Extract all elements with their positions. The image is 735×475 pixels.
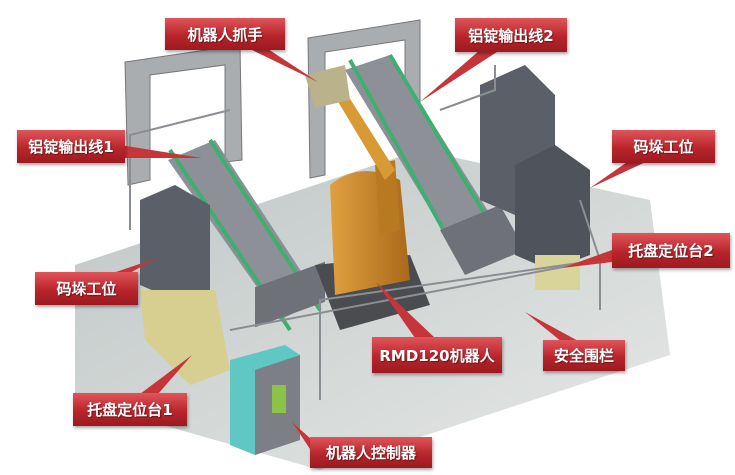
conveyor-line-1 bbox=[168, 138, 325, 332]
robot-controller-cabinet bbox=[230, 345, 300, 455]
callout-robot: RMD120机器人 bbox=[372, 337, 502, 373]
callout-safety-fence: 安全围栏 bbox=[543, 340, 625, 371]
callout-gripper: 机器人抓手 bbox=[165, 18, 285, 50]
ingot-stack-left bbox=[140, 185, 230, 385]
callout-output-line-2: 铝锭输出线2 bbox=[455, 18, 567, 52]
door-frame-right bbox=[307, 19, 421, 179]
callout-stacking-station-left: 码垛工位 bbox=[35, 272, 138, 305]
robot-gripper bbox=[305, 65, 350, 108]
conveyor-line-2 bbox=[345, 53, 525, 275]
callout-robot-controller: 机器人控制器 bbox=[310, 437, 432, 468]
callout-stacking-station-right: 码垛工位 bbox=[612, 130, 715, 163]
door-frame-left bbox=[124, 44, 243, 186]
callout-pointers bbox=[110, 49, 650, 452]
callout-output-line-1: 铝锭输出线1 bbox=[17, 130, 125, 163]
callout-pallet-table-1: 托盘定位台1 bbox=[73, 393, 187, 426]
ingot-stack-right bbox=[480, 65, 590, 290]
callout-pallet-table-2: 托盘定位台2 bbox=[612, 233, 730, 268]
